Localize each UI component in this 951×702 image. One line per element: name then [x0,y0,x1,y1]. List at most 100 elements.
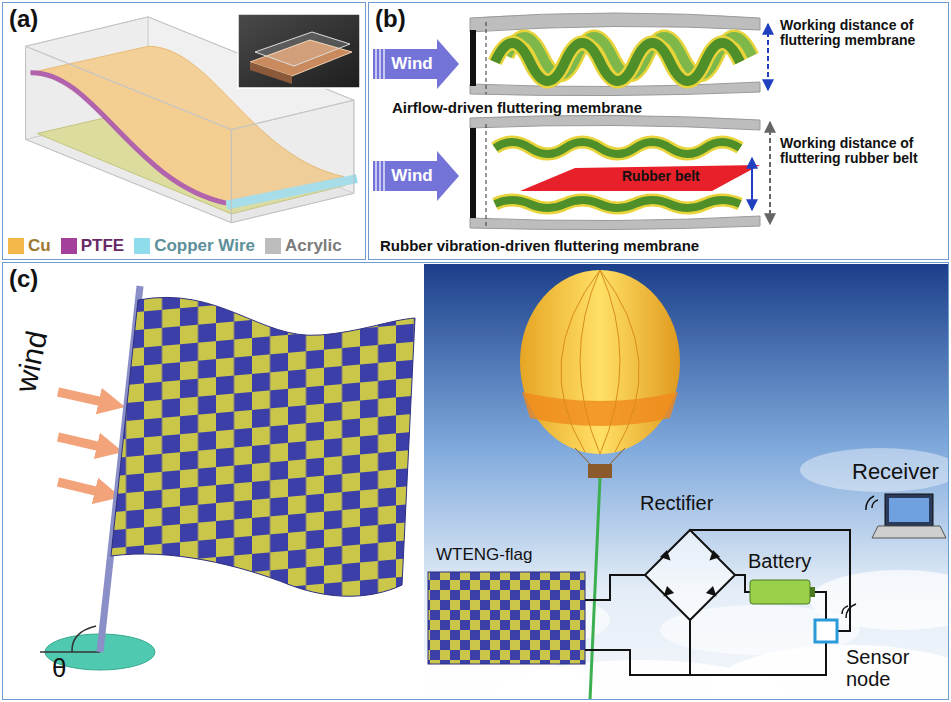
legend-text: Acrylic [285,236,342,256]
balloon [575,448,590,464]
balloon [520,270,680,454]
rectifier-symbol [660,586,674,600]
wind-arrows [58,392,112,404]
airflow-membrane-illustration [495,43,740,81]
flag-illustration [72,626,96,652]
arrow-stripe [383,49,385,79]
checkered-flag [111,297,415,596]
receiver-laptop [889,498,929,522]
dimension-label: Working distance of fluttering membrane [780,18,942,49]
arrow-label: Wind [387,54,437,74]
rectifier-symbol [660,550,674,564]
panel-letter: (a) [9,5,38,34]
legend-swatch [8,238,24,254]
tether [590,478,600,700]
rubber-belt-illustration [470,216,760,230]
rectifier-symbol [706,586,720,600]
rubber-belt-illustration [486,124,487,226]
panel-frame: (a) [2,2,366,260]
sensor-node-symbol [815,604,856,642]
arrow-stripe [383,161,385,191]
balloon [610,448,625,464]
airflow-membrane-illustration [470,30,476,86]
circuit-wires [690,620,826,675]
wind-label: wind [8,328,53,395]
legend: Cu PTFE Copper Wire Acrylic [8,236,352,256]
wind-arrows [58,392,112,494]
receiver-laptop [866,496,878,510]
airflow-membrane-illustration [486,22,487,94]
part-label: Rubber belt [622,169,700,184]
wteng-flag [428,572,585,664]
legend-text: Cu [28,236,51,256]
airflow-membrane-illustration [470,13,768,96]
rubber-belt-illustration [470,128,476,218]
wind-arrows [58,437,110,449]
legend-swatch [265,238,281,254]
part-label: Battery [748,550,811,572]
sensor-node-symbol [815,620,837,642]
rubber-belt-illustration [769,122,771,224]
arrow-stripe [375,49,377,79]
inset-photo [238,14,360,88]
arrow-stripe [379,161,381,191]
dimension-label: Working distance of fluttering rubber be… [780,136,942,167]
legend-swatch [61,238,77,254]
wind-arrow: Wind [373,39,459,89]
panel-frame: (c) [2,262,949,700]
battery-symbol [810,587,815,597]
circuit-wires [585,650,690,675]
rubber-belt-illustration [470,115,770,229]
rectifier-symbol [645,530,735,620]
flag-illustration [40,286,415,670]
inset-photo [250,62,292,84]
legend-text: Copper Wire [154,236,255,256]
circuit-wires [585,575,645,600]
sky-scene [424,264,949,700]
balloon [520,270,680,478]
rubber-belt-illustration [751,158,753,210]
caption-label: Rubber vibration-driven fluttering membr… [380,238,699,255]
panel-letter: (c) [9,265,38,294]
arrow-stripe [379,49,381,79]
rubber-belt-illustration [495,142,740,154]
rubber-belt-illustration [495,200,740,208]
sensor-node-symbol [842,604,856,618]
airflow-membrane-illustration [495,43,740,81]
wind-arrows [58,482,108,494]
receiver-laptop [872,526,946,538]
arrow-stripe [375,161,377,191]
arrow-body [373,151,459,201]
rectifier-symbol [706,550,720,564]
wind-arrow: Wind [373,151,459,201]
airflow-membrane-illustration [470,13,760,32]
receiver-laptop [885,494,933,526]
legend-item: Acrylic [265,236,342,256]
rectifier-symbol [645,530,735,620]
legend-item: Cu [8,236,51,256]
battery-symbol [750,580,815,604]
circuit-wires [735,575,750,592]
battery-symbol [750,580,810,604]
rubber-belt-illustration [470,115,760,130]
balloon [561,270,639,454]
inset-photo [255,32,350,66]
part-label: Rectifier [640,492,713,514]
legend-item: PTFE [61,236,124,256]
rubber-belt-illustration [495,142,740,154]
circuit-wires [585,530,850,675]
balloon [522,392,678,426]
part-label: Receiver [852,460,939,484]
acrylic-front [26,46,232,222]
angle-label: θ [52,654,66,683]
panel-letter: (b) [375,5,406,34]
balloon [588,464,612,478]
receiver-laptop [866,494,946,538]
device-illustration [26,17,357,223]
arrow-label: Wind [387,166,437,186]
rubber-belt [520,165,760,191]
caption-label: Airflow-driven fluttering membrane [392,100,642,117]
legend-item: Copper Wire [134,236,255,256]
sky-scene [424,264,949,700]
legend-swatch [134,238,150,254]
